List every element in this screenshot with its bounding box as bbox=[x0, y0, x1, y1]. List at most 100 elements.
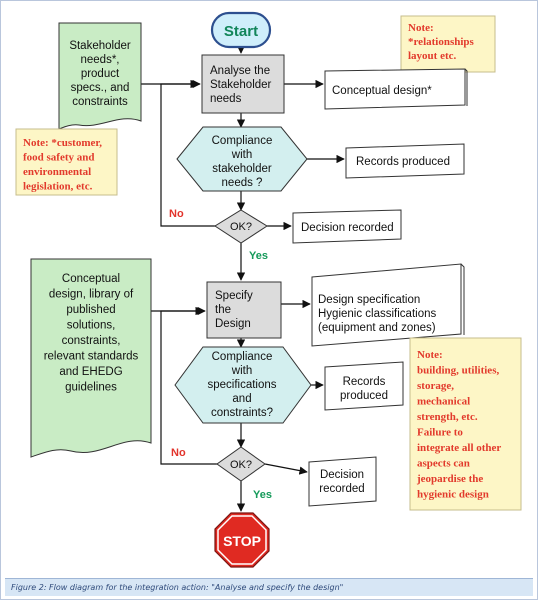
check-specs-line: specifications bbox=[207, 379, 276, 391]
stop-sign-icon: STOP bbox=[214, 512, 270, 568]
input-document-conceptual-line: relevant standards bbox=[44, 351, 139, 363]
note-relationships-text: Note: *relationships layout etc. bbox=[408, 22, 475, 62]
check-specs-compliance: Compliance with specifications and constrain… bbox=[174, 346, 312, 424]
decision-ok-2: OK? bbox=[216, 446, 266, 482]
decision-ok-1: OK? bbox=[214, 209, 268, 244]
output-records-2-line: produced bbox=[340, 390, 388, 402]
input-document-conceptual-line: guidelines bbox=[65, 382, 117, 394]
check-stakeholder-line: with bbox=[231, 149, 252, 161]
note-customer-line: environmental bbox=[23, 166, 91, 178]
label-no-2: No bbox=[171, 447, 186, 459]
note-building-text: Note: building, utilities, storage, mechani… bbox=[416, 349, 501, 501]
input-document-stakeholder-line: specs., and bbox=[71, 82, 130, 94]
note-customer-line: legislation, etc. bbox=[23, 181, 93, 193]
note-building-line: aspects can bbox=[417, 458, 470, 470]
check-stakeholder-line: needs ? bbox=[222, 177, 263, 189]
process-analyse-line: needs bbox=[210, 93, 242, 105]
output-records-2-text: Records produced bbox=[340, 376, 388, 402]
input-document-conceptual-line: design, library of bbox=[49, 289, 134, 301]
output-records-1-label: Records produced bbox=[356, 156, 450, 168]
output-decision-recorded-2-line: recorded bbox=[319, 483, 364, 495]
note-relationships-line: layout etc. bbox=[408, 50, 457, 62]
stop-label: STOP bbox=[223, 533, 261, 549]
connectors bbox=[141, 45, 345, 512]
process-analyse-line: Analyse the bbox=[210, 65, 270, 77]
check-specs-line: constraints? bbox=[211, 407, 273, 419]
output-decision-recorded-1-label: Decision recorded bbox=[301, 222, 394, 234]
output-design-specification-line: (equipment and zones) bbox=[318, 322, 436, 334]
input-document-conceptual-text: Conceptual design, library of published sol… bbox=[44, 273, 139, 394]
decision-ok-2-label: OK? bbox=[230, 459, 252, 471]
output-decision-recorded-2: Decision recorded bbox=[308, 456, 377, 507]
arrow-ok2-to-decision bbox=[264, 463, 308, 475]
process-specify-line: Specify bbox=[215, 290, 253, 302]
process-specify-line: the bbox=[215, 304, 231, 316]
check-specs-line: with bbox=[231, 365, 252, 377]
start-terminal: Start bbox=[210, 11, 272, 49]
output-design-specification-line: Hygienic classifications bbox=[318, 308, 436, 320]
note-building-line: building, utilities, bbox=[417, 365, 499, 377]
note-building-line: Failure to bbox=[417, 427, 463, 439]
process-analyse-line: Stakeholder bbox=[210, 79, 272, 91]
note-building: Note: building, utilities, storage, mechani… bbox=[409, 337, 522, 511]
input-document-stakeholder-line: needs*, bbox=[80, 54, 119, 66]
arrow-no-loop-1 bbox=[160, 79, 217, 227]
decision-ok-1-label: OK? bbox=[230, 221, 252, 233]
figure-caption: Figure 2: Flow diagram for the integrati… bbox=[5, 578, 533, 596]
input-document-stakeholder-line: Stakeholder bbox=[69, 40, 131, 52]
input-document-stakeholder-line: product bbox=[81, 68, 120, 80]
label-yes-2: Yes bbox=[253, 489, 272, 501]
input-document-conceptual-line: published bbox=[66, 304, 115, 316]
note-building-line: hygienic design bbox=[417, 489, 489, 501]
arrow-no-loop-2 bbox=[160, 306, 219, 465]
process-specify-line: Design bbox=[215, 318, 251, 330]
check-specs-line: Compliance bbox=[212, 351, 273, 363]
output-records-2-line: Records bbox=[343, 376, 386, 388]
input-document-conceptual-line: and EHEDG bbox=[59, 366, 122, 378]
note-building-line: Note: bbox=[417, 349, 443, 361]
output-decision-recorded-2-line: Decision bbox=[320, 469, 364, 481]
note-relationships-line: Note: bbox=[408, 22, 434, 34]
check-specs-line: and bbox=[232, 393, 251, 405]
note-customer-line: Note: *customer, bbox=[23, 137, 102, 149]
input-document-conceptual-line: solutions, bbox=[67, 320, 116, 332]
check-stakeholder-line: Compliance bbox=[212, 135, 273, 147]
output-conceptual-design-label: Conceptual design* bbox=[332, 85, 432, 97]
input-document-stakeholder-text: Stakeholder needs*, product specs., and cons… bbox=[69, 40, 131, 108]
note-building-line: strength, etc. bbox=[417, 411, 478, 423]
output-design-specification-line: Design specification bbox=[318, 294, 420, 306]
check-stakeholder-line: stakeholder bbox=[212, 163, 272, 175]
output-decision-recorded-1: Decision recorded bbox=[292, 209, 402, 244]
output-decision-recorded-2-text: Decision recorded bbox=[319, 469, 364, 495]
note-customer-text: Note: *customer, food safety and environme… bbox=[23, 137, 102, 193]
input-document-stakeholder: Stakeholder needs*, product specs., and cons… bbox=[58, 22, 142, 130]
output-records-1: Records produced bbox=[345, 143, 465, 179]
output-records-2: Records produced bbox=[324, 361, 404, 411]
input-document-stakeholder-line: constraints bbox=[72, 96, 128, 108]
note-building-line: jeopardise the bbox=[416, 473, 483, 485]
check-stakeholder-text: Compliance with stakeholder needs ? bbox=[212, 135, 273, 189]
start-label: Start bbox=[224, 23, 258, 40]
note-customer: Note: *customer, food safety and environme… bbox=[15, 128, 118, 196]
note-building-line: mechanical bbox=[417, 396, 470, 408]
output-conceptual-design: Conceptual design* bbox=[324, 68, 468, 110]
note-building-line: storage, bbox=[417, 380, 454, 392]
input-document-conceptual-line: Conceptual bbox=[62, 273, 120, 285]
note-relationships: Note: *relationships layout etc. bbox=[400, 15, 496, 73]
input-document-conceptual-line: constraints, bbox=[62, 335, 121, 347]
label-no-1: No bbox=[169, 208, 184, 220]
note-building-line: integrate all other bbox=[417, 442, 501, 454]
input-document-conceptual: Conceptual design, library of published sol… bbox=[30, 258, 152, 458]
note-relationships-line: *relationships bbox=[408, 36, 475, 48]
check-specs-text: Compliance with specifications and constrain… bbox=[207, 351, 276, 419]
note-customer-line: food safety and bbox=[23, 152, 95, 164]
check-stakeholder-compliance: Compliance with stakeholder needs ? bbox=[176, 126, 308, 192]
